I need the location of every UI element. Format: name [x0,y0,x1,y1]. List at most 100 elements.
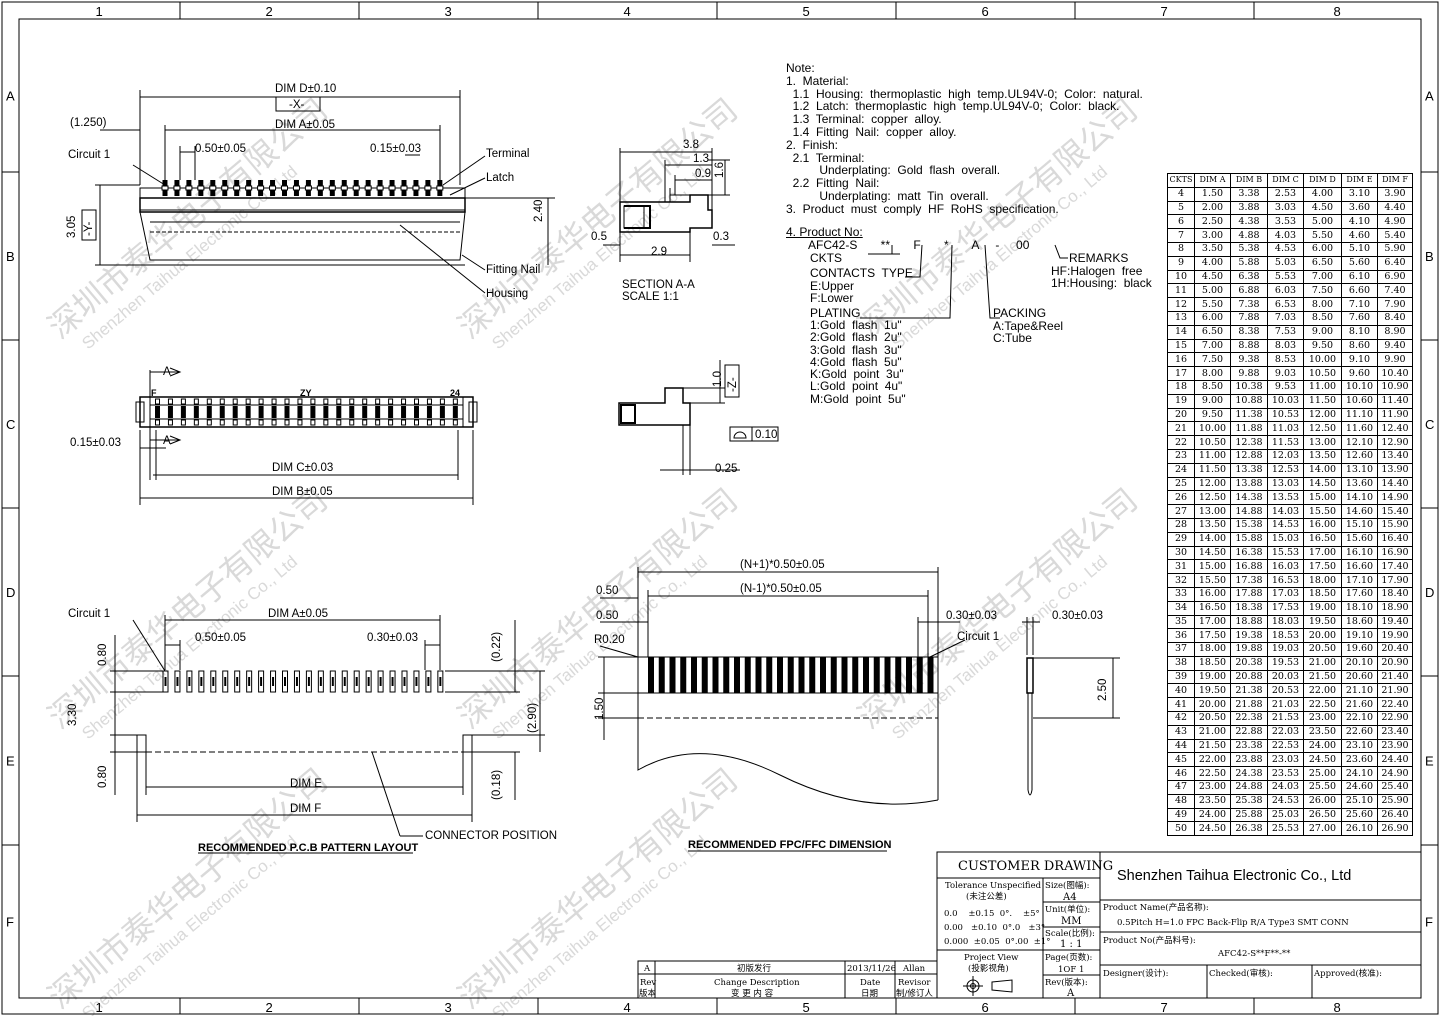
front-pin-top [414,398,419,405]
dim-table-cell: 22.00 [1194,752,1231,768]
pcb-pad [329,670,336,693]
fpc-finger [820,657,826,693]
note-line: 3. Product must comply HF RoHS specifica… [786,201,1059,216]
fpc-finger [691,657,697,693]
frame-row-label: F [1425,915,1433,930]
dim-table-cell: 25.00 [1303,766,1342,782]
sec-d16: 1.6 [714,162,726,178]
dim-table-cell: 9 [1167,255,1195,271]
dim-table-cell: 5.60 [1341,255,1378,271]
dim-table-cell: 24.03 [1267,780,1304,795]
dim-table-cell: 25.90 [1377,793,1413,809]
pcb-pad-fill [379,677,382,686]
note-line: 2.1 Terminal: [786,150,865,165]
pcb-pad [234,670,241,693]
front-pin-bottom [155,419,160,426]
rev-row-revisor: Allan [902,964,926,974]
dim-table-cell: 30 [1167,545,1195,561]
dim-table-cell: 24 [1167,462,1195,478]
dim-table-cell: 42 [1167,711,1195,726]
pcb-d330: 3.30 [67,704,79,726]
dim-table-cell: 25.38 [1230,793,1268,809]
pcb-pad [365,670,372,693]
zy-mark: ZY [300,388,312,398]
dim-table-cell: 24.50 [1194,821,1231,837]
dim-table-cell: 24.00 [1303,738,1342,754]
front-pin-bottom [180,419,186,426]
dim-table-cell: 15.50 [1194,573,1231,588]
dim-table-cell: 37 [1167,642,1195,657]
flatness-value: 0.10 [755,429,777,441]
plating-option: L:Gold point 4u" [810,379,903,394]
ckts-label: CKTS [810,251,843,265]
dim-table-cell: 6.50 [1194,324,1231,340]
dim-table-cell: 17 [1167,366,1195,381]
front-pin [375,406,381,418]
fpc-circuit1: Circuit 1 [957,631,999,643]
height-left-label: 3.05 [66,216,78,238]
frame-row-label: B [6,249,15,264]
front-pin-top [245,398,251,405]
dim-table-cell: 6.60 [1341,283,1378,299]
pcb-pad [174,670,181,693]
pcb-pad-fill [307,677,310,686]
pcb-pad-fill [236,677,239,686]
terminal-contact [304,185,312,191]
fpc-nm1: (N-1)*0.50±0.05 [740,583,822,595]
dim-table-cell: 16.40 [1377,531,1413,547]
pcb-pad [341,670,348,693]
dim-table-cell: 20.60 [1341,669,1378,685]
dim-table-cell: 24.40 [1377,752,1413,768]
front-pin [310,406,316,418]
dim-table-cell: 5.10 [1341,241,1378,257]
dim-table-cell: 10.10 [1341,379,1378,395]
dim-table-cell: 16.10 [1341,545,1378,561]
dim-table-cell: 1.50 [1194,186,1231,202]
frame-col-label: 4 [624,4,631,19]
rev-label: Rev(版本): [1045,977,1088,988]
dim-table-cell: 7.88 [1230,310,1268,326]
front-pin [219,406,225,418]
pcb-pad [413,670,420,693]
dim-table-cell: 18.88 [1230,614,1268,630]
approved-label: Approved(核准): [1313,968,1382,979]
sec-d29: 2.9 [651,246,667,258]
dim-table-cell: 24.50 [1303,752,1342,768]
dim-table-cell: 23.90 [1377,738,1413,754]
sec-d025: 0.25 [715,463,737,475]
dim-table-cell: 23.03 [1267,752,1304,768]
pcb-pad-fill [367,677,370,686]
dim-table-cell: 16.90 [1377,545,1413,561]
pcb-pad-fill [295,677,298,686]
dim-table-cell: 3.50 [1194,241,1231,257]
terminal-contact [269,185,277,191]
pin24-mark: 24 [450,388,460,398]
dim-table-cell: 9.50 [1303,338,1342,354]
front-pin-top [323,398,329,405]
front-pin-top [388,398,394,405]
terminal-contact [257,185,265,191]
dim-d-label: DIM D±0.10 [275,83,336,95]
lower-option: F:Lower [810,291,854,305]
pcb-pitch: 0.50±0.05 [195,632,246,644]
dim-table-cell: 13.00 [1194,504,1231,519]
fitting-nail-label: Fitting Nail [486,264,540,276]
dim-table-cell: 23.50 [1303,724,1342,740]
dim-table-cell: 20.00 [1194,697,1231,713]
dim-table-cell: 26.00 [1303,793,1342,809]
pcb-pad [246,670,253,693]
dim-table-cell: 11.00 [1194,448,1231,464]
dim-table-cell: 26 [1167,490,1195,506]
dim-table-cell: 14.38 [1230,490,1268,506]
dim-table-cell: 11.60 [1341,421,1378,437]
front-pin [323,406,329,418]
terminal-contact [161,185,169,191]
front-pin-top [401,398,407,405]
